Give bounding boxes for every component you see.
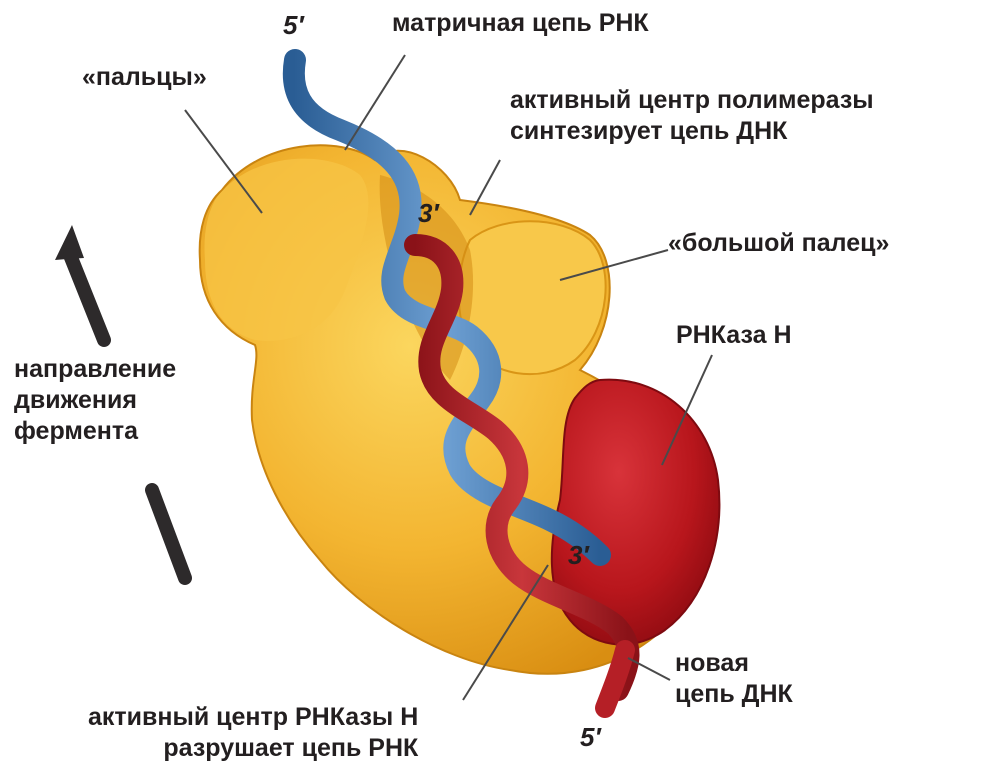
label-rnase-h: РНКаза Н — [676, 320, 792, 351]
label-new-dna-line-2: цепь ДНК — [675, 679, 793, 710]
rna-5-prime-end: 5′ — [283, 10, 304, 41]
rna-3-prime-center: 3′ — [418, 198, 439, 229]
label-direction-line-2: движения — [14, 385, 176, 416]
label-active-center-rnase-h: активный центр РНКазы Н разрушает цепь Р… — [88, 702, 418, 764]
label-new-dna: новая цепь ДНК — [675, 648, 793, 710]
label-active-center-rnase-h-line-1: активный центр РНКазы Н — [88, 702, 418, 733]
label-fingers: «пальцы» — [82, 62, 207, 93]
label-direction-line-3: фермента — [14, 416, 176, 447]
label-active-center-polymerase-line-2: синтезирует цепь ДНК — [510, 116, 874, 147]
label-thumb: «большой палец» — [668, 228, 889, 259]
label-new-dna-line-1: новая — [675, 648, 793, 679]
dna-5-prime-end: 5′ — [580, 722, 601, 753]
dna-3-prime-end: 3′ — [568, 540, 589, 571]
label-template-rna: матричная цепь РНК — [392, 8, 649, 39]
label-active-center-polymerase: активный центр полимеразы синтезирует це… — [510, 85, 874, 147]
label-direction-line-1: направление — [14, 354, 176, 385]
label-active-center-rnase-h-line-2: разрушает цепь РНК — [88, 733, 418, 764]
label-direction: направление движения фермента — [14, 354, 176, 447]
label-active-center-polymerase-line-1: активный центр полимеразы — [510, 85, 874, 116]
